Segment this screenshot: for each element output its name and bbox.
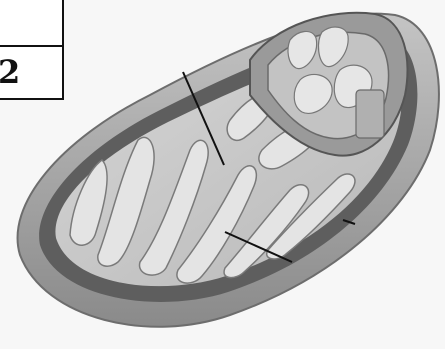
diagram-stage: 2 [0, 0, 445, 349]
mitochondrion-illustration [0, 0, 445, 349]
